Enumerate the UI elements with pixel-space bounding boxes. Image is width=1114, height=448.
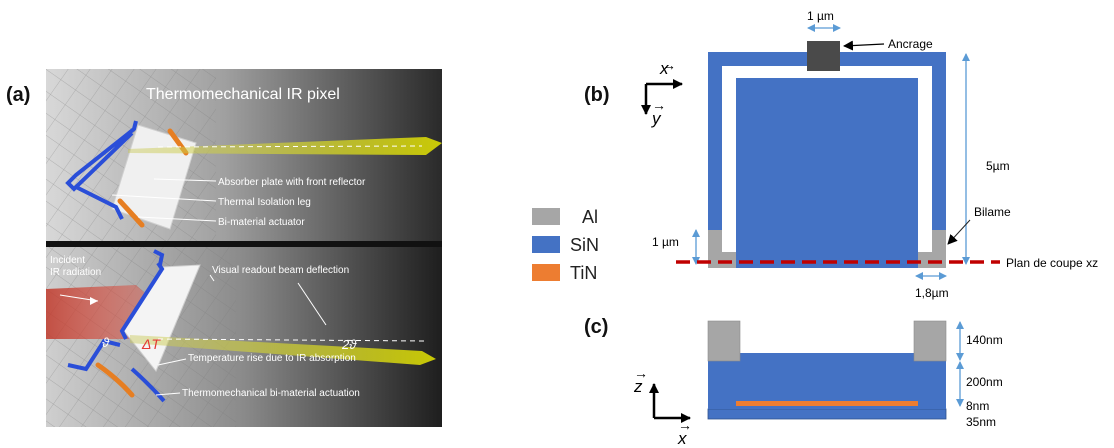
- legend-swatch-al: [532, 208, 560, 225]
- callout-actuation: [155, 392, 181, 396]
- frame-left: [708, 52, 722, 258]
- label-temp-rise: Temperature rise due to IR absorption: [188, 353, 356, 364]
- incident-arrowhead: [90, 297, 98, 305]
- label-isolation: Thermal Isolation leg: [218, 197, 311, 208]
- panel-a-illustration: Thermomechanical IR pixel Absorber plate…: [46, 69, 442, 427]
- cut-plane-label: Plan de coupe xz: [1006, 256, 1098, 270]
- label-angle: ϑ: [102, 335, 110, 350]
- dim-base-thickness-label: 35nm: [966, 415, 996, 429]
- legend: Al SiN TiN: [532, 207, 599, 283]
- isolation-leg-2: [75, 185, 124, 220]
- isolation-leg: [65, 120, 138, 192]
- plate-foot: [722, 252, 918, 268]
- label-readout: Visual readout beam deflection: [212, 265, 349, 276]
- bilayer-right: [932, 230, 946, 268]
- panel-c-label: (c): [584, 316, 609, 338]
- section-tin-layer: [736, 401, 918, 406]
- legend-label-tin: TiN: [570, 263, 597, 283]
- leg-bent: [130, 367, 166, 403]
- absorber-plate-top-view: [736, 78, 918, 268]
- readout-beam-top: [128, 137, 442, 155]
- callout-isolation: [111, 194, 217, 202]
- callout-actuator: [137, 216, 217, 222]
- legend-label-al: Al: [582, 207, 598, 227]
- section-plate: [736, 353, 918, 409]
- label-actuation: Thermomechanical bi-material actuation: [182, 388, 360, 399]
- bilayer-right-foot: [918, 252, 932, 268]
- frame-right: [932, 52, 946, 258]
- callout-temp: [157, 358, 187, 366]
- axis-y-vector-mark: →: [652, 97, 666, 113]
- dim-height-label: 5µm: [986, 159, 1010, 173]
- dim-al-thickness-label: 140nm: [966, 333, 1003, 347]
- axis-x-label-c: x: [677, 429, 687, 448]
- anchor-block: [807, 41, 840, 71]
- isolation-leg-tilted-2: [67, 338, 121, 372]
- section-right-al: [913, 320, 947, 362]
- callout-absorber: [153, 178, 217, 182]
- panel-a-label: (a): [6, 84, 31, 106]
- dim-width-label: 1 µm: [807, 9, 834, 23]
- panel-b-label: (b): [584, 84, 610, 106]
- axis-x-vector-mark: →: [662, 57, 676, 73]
- bilayer-left: [708, 230, 722, 268]
- anchor-callout: [843, 40, 885, 51]
- panel-a-svg: Thermomechanical IR pixel Absorber plate…: [46, 69, 442, 427]
- anchor-top-tilted: [153, 249, 165, 266]
- panel-a-title: Thermomechanical IR pixel: [146, 86, 340, 103]
- section-left-al: [707, 320, 741, 362]
- isolation-leg-tilted: [119, 261, 165, 340]
- readout-beam-bottom: [130, 335, 436, 365]
- actuator-strip: [117, 198, 145, 228]
- label-incident-1: Incident: [50, 255, 85, 266]
- label-absorber: Absorber plate with front reflector: [218, 177, 366, 188]
- axis-z-label: z: [633, 377, 643, 396]
- dim-foot-label: 1,8µm: [915, 286, 949, 300]
- axis-x-vector-mark-c: →: [678, 417, 692, 433]
- bilayer-left-foot: [722, 252, 736, 268]
- callout-readout: [297, 282, 327, 326]
- bilayer-label: Bilame: [974, 205, 1011, 219]
- anchor-label: Ancrage: [888, 37, 933, 51]
- beam-axis-top: [157, 145, 423, 148]
- dim-left-label: 1 µm: [652, 235, 679, 249]
- bilayer-callout: [947, 219, 971, 245]
- legend-label-sin: SiN: [570, 235, 599, 255]
- dim-sin-thickness-label: 200nm: [966, 375, 1003, 389]
- section-base: [707, 408, 947, 420]
- callout-readout-stub: [209, 274, 215, 282]
- legend-swatch-sin: [532, 236, 560, 253]
- label-angle-double: 2ϑ: [341, 337, 357, 352]
- label-actuator: Bi-material actuator: [218, 217, 305, 228]
- axis-z-vector-mark: →: [634, 365, 648, 381]
- actuator-bent: [95, 362, 135, 398]
- dim-tin-thickness-label: 8nm: [966, 399, 989, 413]
- panels-bc-svg: x → y → 1 µm Ancrage 5µm Bilame 1 µm 1,8…: [633, 9, 1098, 448]
- legend-swatch-tin: [532, 264, 560, 281]
- label-delta-t: ΔT: [141, 336, 161, 352]
- section-left-leg: [708, 361, 740, 409]
- axis-x-label: x: [659, 59, 669, 78]
- section-right-leg: [914, 361, 946, 409]
- axis-y-label: y: [651, 109, 662, 128]
- label-incident-2: IR radiation: [50, 267, 101, 278]
